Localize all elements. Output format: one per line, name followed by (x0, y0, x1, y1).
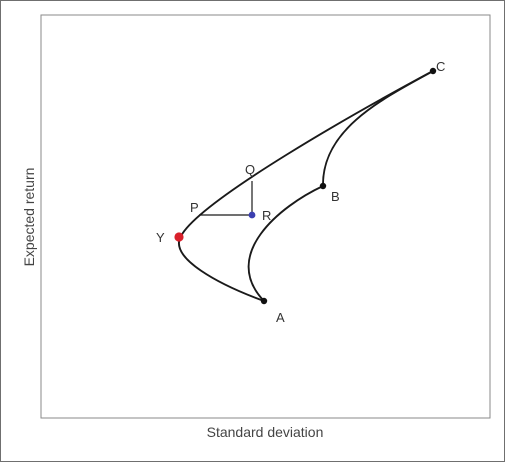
curve-c-y-a (178, 70, 434, 302)
point-a (260, 297, 268, 305)
y-axis-label: Expected return (21, 168, 37, 267)
curve-b-a (247, 185, 324, 302)
point-r (248, 211, 256, 219)
curve-c-b (322, 70, 434, 187)
point-c (429, 67, 437, 75)
label-a: A (276, 310, 285, 325)
label-b: B (331, 189, 340, 204)
label-c: C (436, 59, 445, 74)
point-b (319, 182, 327, 190)
label-y: Y (156, 230, 165, 245)
label-p: P (190, 200, 199, 215)
label-r: R (262, 208, 271, 223)
x-axis-label: Standard deviation (207, 424, 324, 440)
plot-area (40, 14, 491, 419)
point-y (174, 232, 184, 242)
label-q: Q (245, 162, 255, 177)
